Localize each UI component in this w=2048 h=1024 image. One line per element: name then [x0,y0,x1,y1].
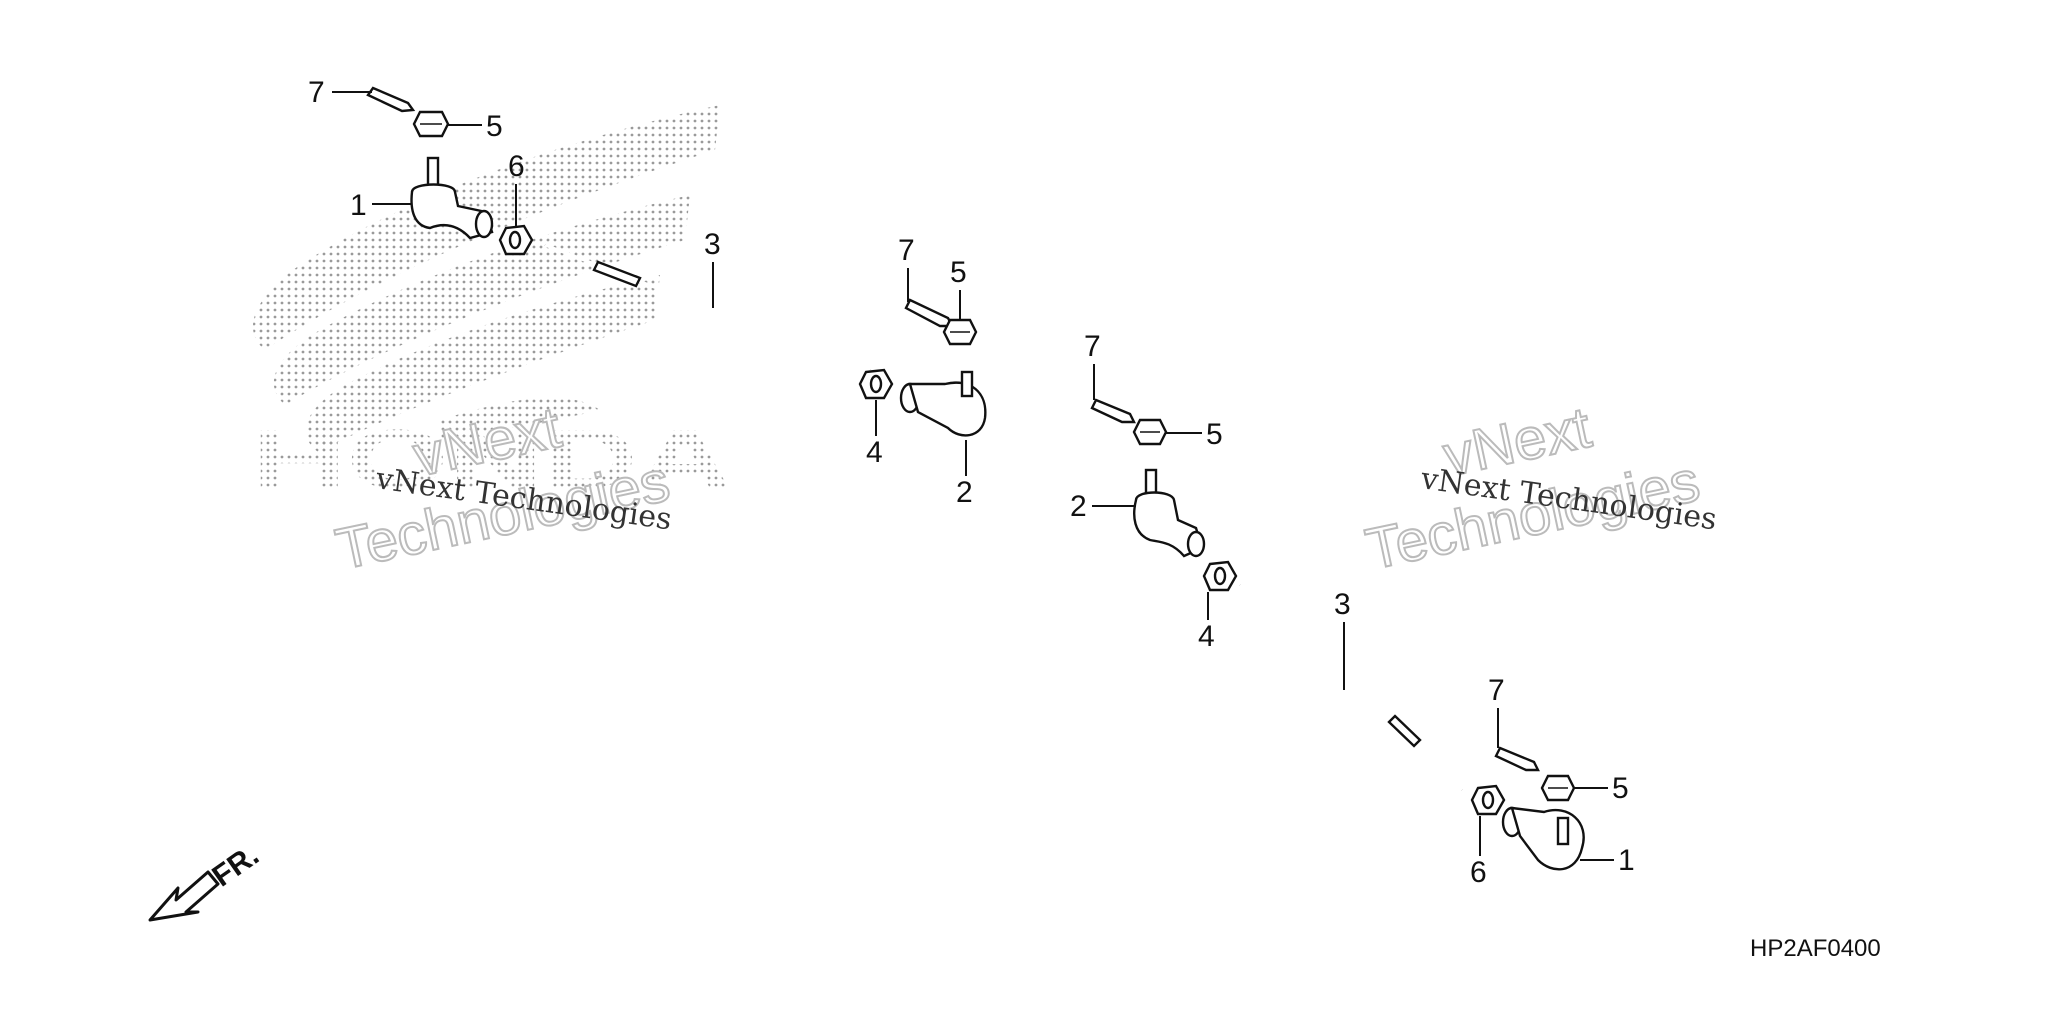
callout-4: 4 [866,436,883,469]
tie-rod-end [1501,806,1585,871]
tie-rod-end [410,156,494,240]
lock-nut [1470,784,1506,816]
diagram-code: HP2AF0400 [1750,935,1881,962]
callout-7: 7 [308,76,325,109]
tie-rod-end [1133,468,1206,558]
cotter-pin [904,298,954,328]
callout-7: 7 [898,234,915,267]
tie-rod [544,243,871,372]
direction-arrow-icon [148,870,220,922]
cotter-pin [366,86,416,113]
callout-7: 7 [1084,330,1101,363]
tie-rod-end [899,370,987,437]
honda-logo-text: HONDA [252,412,732,506]
callout-5: 5 [950,256,967,289]
callout-5: 5 [486,110,503,143]
tie-rod [1238,583,1464,792]
callout-6: 6 [1470,856,1487,889]
cotter-pin [1494,746,1540,772]
castle-nut [1540,774,1576,802]
lock-nut [498,224,534,256]
front-direction-indicator: FR. [148,839,265,922]
callout-5: 5 [1612,772,1629,805]
callout-3: 3 [704,228,721,261]
cotter-pin [1090,398,1136,424]
lock-nut [858,368,894,400]
callout-2: 2 [956,476,973,509]
castle-nut [942,318,978,346]
castle-nut [412,110,450,138]
callout-7: 7 [1488,674,1505,707]
castle-nut [1132,418,1168,446]
callout-1: 1 [350,189,367,222]
watermark-right: vNext Technologies [1359,394,1706,584]
lock-nut [1202,560,1238,592]
callout-2: 2 [1070,490,1087,523]
callout-1: 1 [1618,844,1635,877]
honda-wing-logo: HONDA [252,105,732,506]
callout-3: 3 [1334,588,1351,621]
callouts: 7 5 1 6 3 4 2 7 5 7 5 2 4 3 7 5 6 1 [308,76,1635,889]
callout-5: 5 [1206,418,1223,451]
callout-4: 4 [1198,620,1215,653]
callout-6: 6 [508,150,525,183]
